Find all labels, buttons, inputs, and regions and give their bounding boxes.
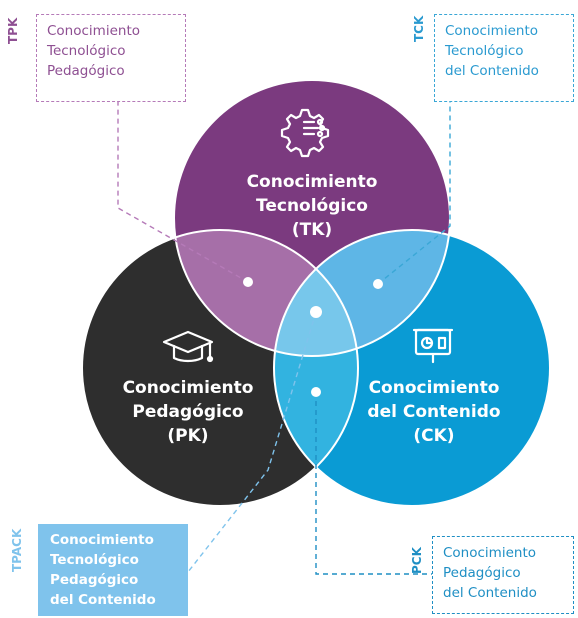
pck-line3: del Contenido xyxy=(443,585,537,601)
tk-line2: Tecnológico xyxy=(256,196,368,216)
tpack-line4: del Contenido xyxy=(50,592,156,608)
tpack-line2: Tecnológico xyxy=(50,552,139,568)
dot-tpack xyxy=(310,306,322,318)
connector-tpack xyxy=(187,311,317,573)
tpack-line3: Pedagógico xyxy=(50,572,139,588)
graduation-cap-icon xyxy=(162,330,214,363)
pck-line2: Pedagógico xyxy=(443,565,521,581)
dot-tck xyxy=(373,279,383,289)
tk-label: Conocimiento Tecnológico (TK) xyxy=(232,170,392,242)
ck-line1: Conocimiento xyxy=(368,378,500,398)
overlap-tpk xyxy=(174,230,358,356)
pk-label: Conocimiento Pedagógico (PK) xyxy=(108,376,268,448)
tk-line1: Conocimiento xyxy=(246,172,378,192)
outline-ck xyxy=(273,229,551,507)
dot-tpk xyxy=(243,277,253,287)
ck-line2: del Contenido xyxy=(367,402,501,422)
presentation-board-icon xyxy=(412,328,454,364)
tck-tag: TCK xyxy=(412,15,426,42)
tpk-box: Conocimiento Tecnológico Pedagógico xyxy=(36,14,186,102)
pk-line3: (PK) xyxy=(167,426,209,446)
tpk-tag: TPK xyxy=(6,17,20,44)
tpack-box: Conocimiento Tecnológico Pedagógico del … xyxy=(38,524,188,616)
pk-line2: Pedagógico xyxy=(132,402,244,422)
ck-label: Conocimiento del Contenido (CK) xyxy=(354,376,514,448)
overlap-tck xyxy=(274,230,450,356)
tck-line2: Tecnológico xyxy=(445,43,524,59)
tck-line1: Conocimiento xyxy=(445,23,538,39)
tpack-tag: TPACK xyxy=(10,528,24,572)
tck-line3: del Contenido xyxy=(445,63,539,79)
gear-circuit-icon xyxy=(280,108,330,158)
pck-tag: PCK xyxy=(410,547,424,574)
outline-pk xyxy=(81,229,359,507)
tpack-line1: Conocimiento xyxy=(50,532,154,548)
ck-line3: (CK) xyxy=(413,426,455,446)
tck-box: Conocimiento Tecnológico del Contenido xyxy=(434,14,574,102)
pck-box: Conocimiento Pedagógico del Contenido xyxy=(432,536,574,614)
dot-pck xyxy=(311,387,321,397)
connector-tpk xyxy=(117,102,249,283)
tpk-line3: Pedagógico xyxy=(47,63,125,79)
pck-line1: Conocimiento xyxy=(443,545,536,561)
tpk-line1: Conocimiento xyxy=(47,23,140,39)
connector-tck xyxy=(377,102,451,285)
connector-pck xyxy=(315,392,432,575)
tpk-line2: Tecnológico xyxy=(47,43,126,59)
tk-line3: (TK) xyxy=(291,220,333,240)
pk-line1: Conocimiento xyxy=(122,378,254,398)
